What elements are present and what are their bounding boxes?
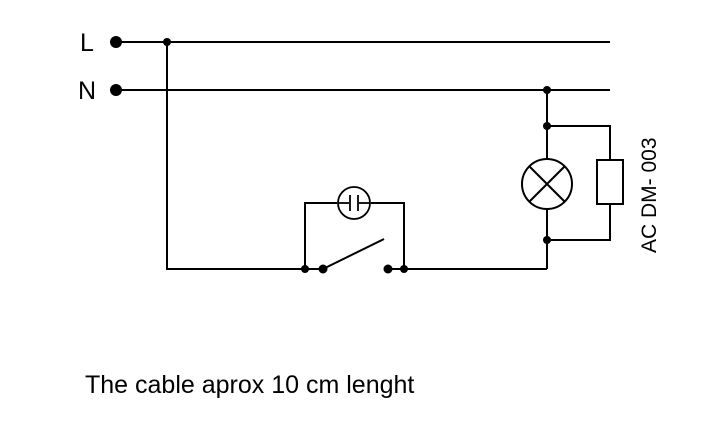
line-terminal-label: L [80,29,94,57]
device-body-icon [596,159,624,205]
caption-text: The cable aprox 10 cm lenght [85,371,415,399]
neutral-terminal-label: N [78,77,96,105]
lamp-icon [521,158,573,210]
device-upper-wire [547,125,611,160]
indicator-bypass-left [304,202,337,269]
neon-indicator-icon [337,186,371,220]
line-drop-wire [166,42,323,270]
device-model-label: AC DM- 003 [638,137,661,253]
indicator-bypass-right [371,202,405,269]
indicator-junction-left [301,265,309,273]
switch-icon [318,238,393,274]
device-lower-wire [547,204,611,241]
